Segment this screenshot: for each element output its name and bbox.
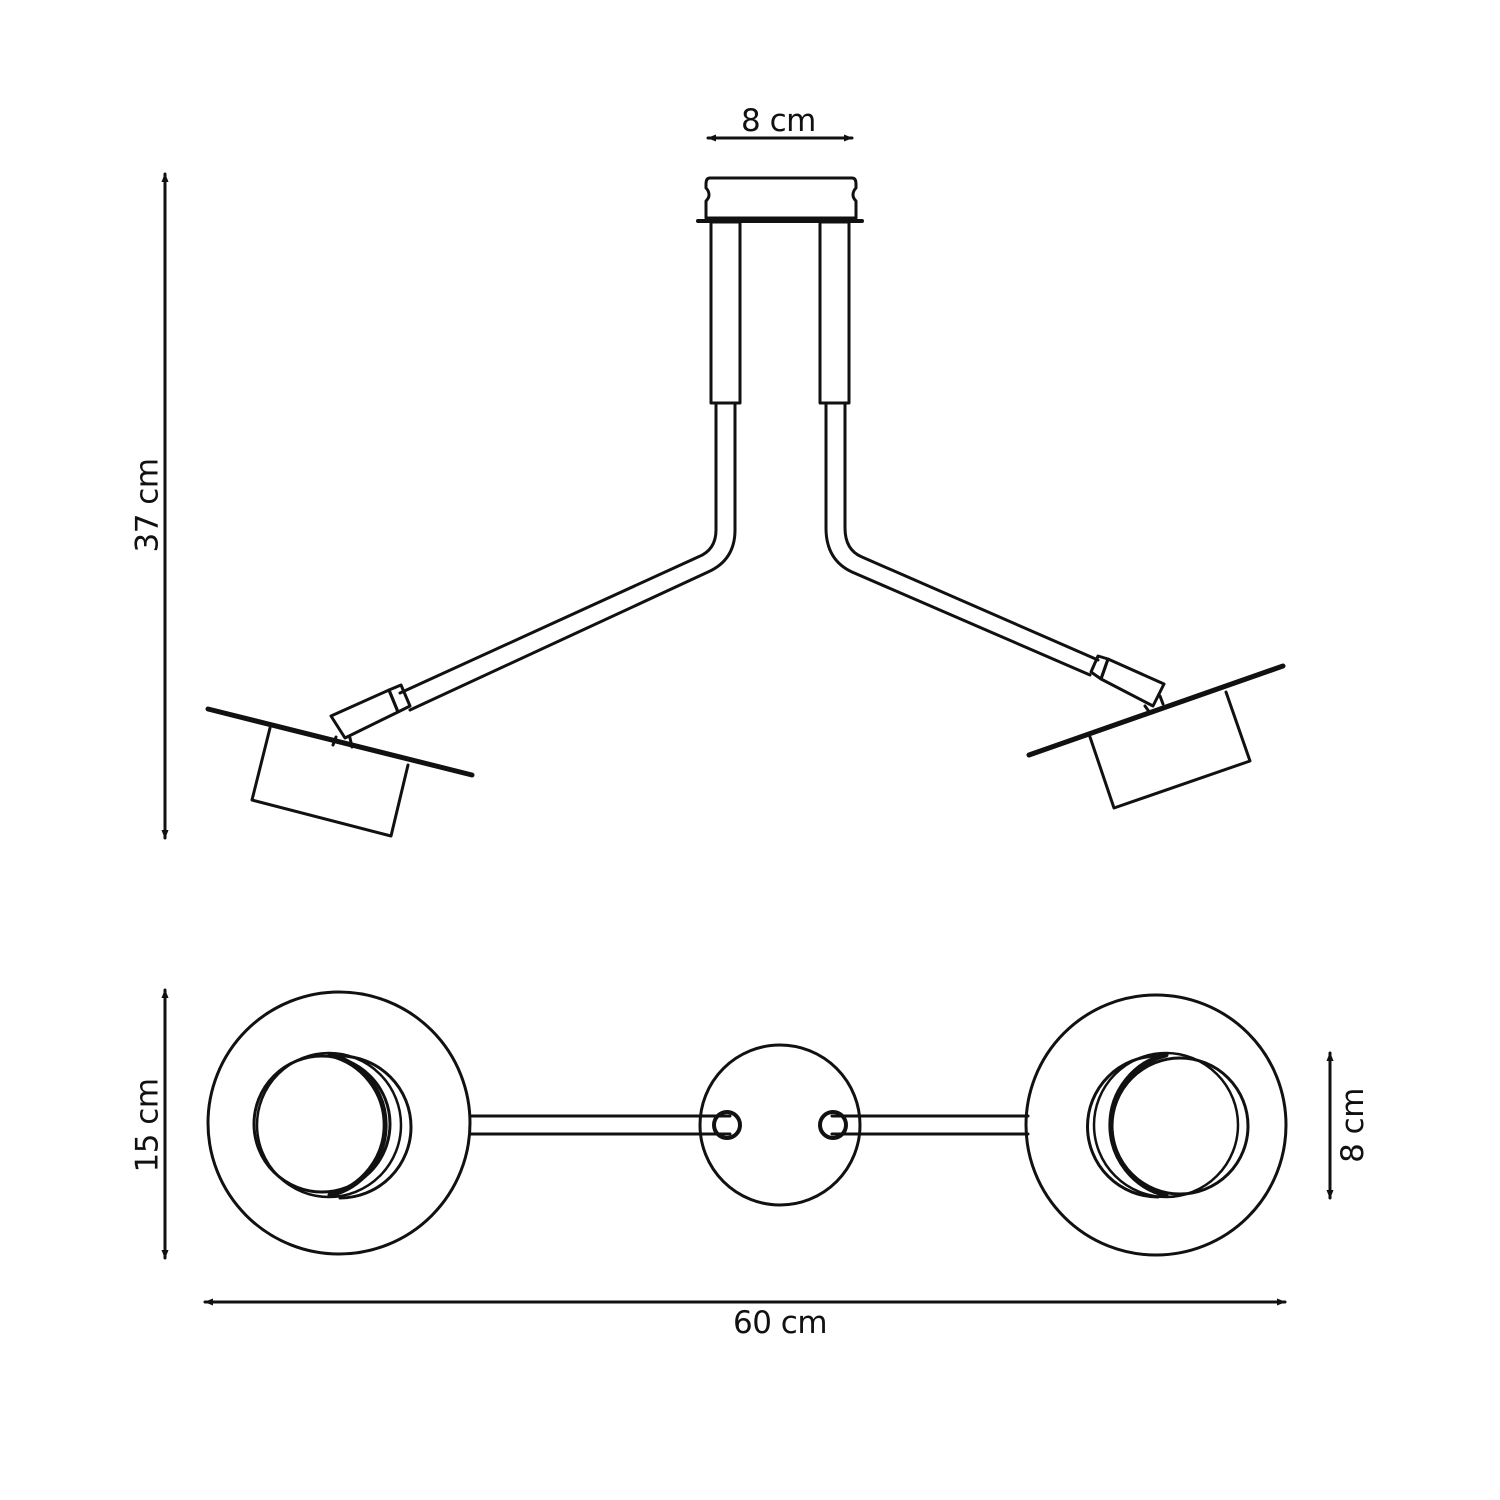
left-arm: [398, 220, 742, 712]
right-swivel-joint: [1089, 654, 1166, 715]
left-lamp-head: [205, 706, 475, 838]
label-total-height: 37 cm: [129, 458, 166, 553]
label-canopy-width: 8 cm: [741, 103, 816, 139]
right-lamp-head: [1026, 663, 1286, 810]
connecting-rod-left: [468, 1110, 742, 1140]
left-shade-top: [206, 990, 472, 1256]
ceiling-canopy: [696, 176, 864, 223]
label-lamp-diameter: 8 cm: [1334, 1088, 1371, 1163]
right-shade-top: [1024, 993, 1288, 1257]
left-swivel-joint: [329, 683, 412, 749]
right-arm: [818, 220, 1100, 677]
label-shade-diameter: 15 cm: [129, 1078, 166, 1173]
canopy-top: [698, 1043, 862, 1207]
connecting-rod-right: [818, 1110, 1030, 1140]
label-total-width: 60 cm: [733, 1305, 828, 1341]
